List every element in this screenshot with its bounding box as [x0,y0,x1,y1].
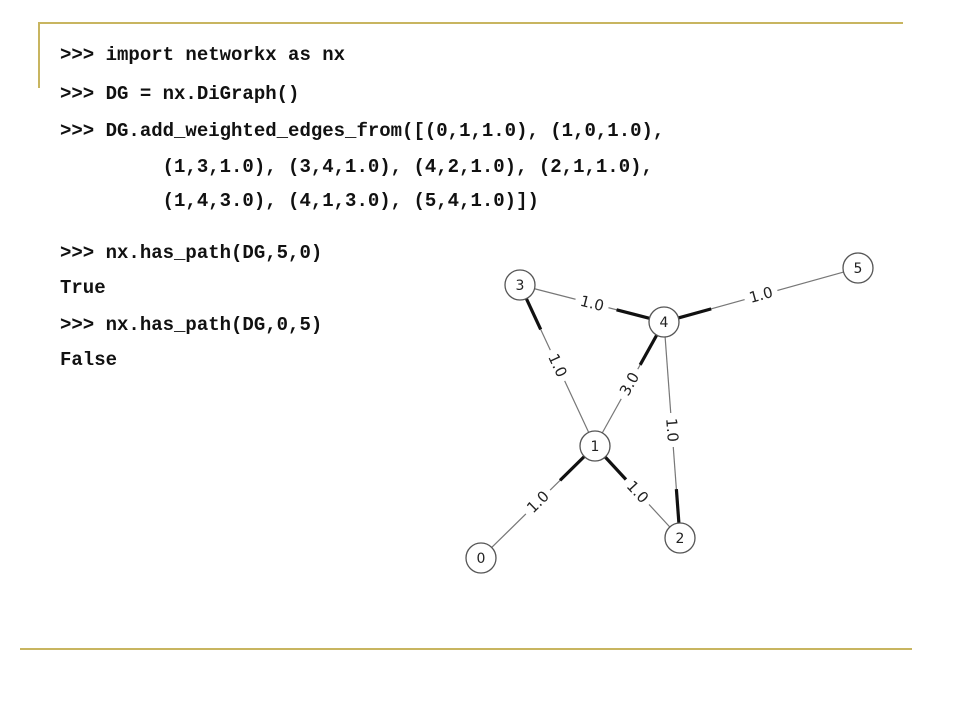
edge-4-2-label-bg [660,412,684,448]
node-label-5: 5 [854,261,863,277]
edge-3-4-label-bg [573,289,611,318]
edge-0-1-label-bg [518,482,558,522]
node-label-2: 2 [676,531,685,547]
edge-1-3-label-bg [541,345,574,386]
top-rule [40,22,903,24]
edge-1-3-head [524,297,543,331]
edge-5-4-label-text: 1.0 [747,283,775,307]
graph-node-0: 0 [465,542,497,574]
edge-1-3-label: 1.0 [541,345,574,386]
code-output-true: True [60,277,106,299]
edge-3-4-head [616,308,650,320]
node-label-1: 1 [591,439,600,455]
code-line-digraph: >>> DG = nx.DiGraph() [60,83,300,105]
node-circle-1 [579,430,611,462]
edge-1-4-label: 3.0 [612,364,647,404]
graph-node-1: 1 [579,430,611,462]
edge-5-4-head [678,307,712,320]
node-circle-4 [648,306,680,338]
code-line-add-edges-cont2: (1,4,3.0), (4,1,3.0), (5,4,1.0)]) [60,190,539,212]
node-label-4: 4 [660,315,669,331]
code-line-add-edges: >>> DG.add_weighted_edges_from([(0,1,1.0… [60,120,665,142]
edge-2-1-label-bg [618,472,657,512]
edge-4-2-label-text: 1.0 [662,417,682,442]
code-output-false: False [60,349,118,371]
graph-nodes: 0 1 2 3 4 5 [465,252,874,574]
bottom-rule [20,648,912,650]
edge-5-4-label-bg [741,280,781,310]
node-label-0: 0 [477,551,486,567]
code-line-import: >>> import networkx as nx [60,44,346,66]
code-line-has-path-0-5: >>> nx.has_path(DG,0,5) [60,314,323,336]
node-circle-3 [504,269,536,301]
edge-4-2-label: 1.0 [660,412,684,448]
graph-node-3: 3 [504,269,536,301]
node-circle-2 [664,522,696,554]
graph-node-4: 4 [648,306,680,338]
edge-5-4-label: 1.0 [741,280,781,310]
code-line-has-path-5-0: >>> nx.has_path(DG,5,0) [60,242,323,264]
node-label-3: 3 [516,278,525,294]
edge-3-4-label: 1.0 [573,289,611,318]
edge-1-4-head [638,334,659,366]
edge-2-1-head [604,455,630,484]
edge-1-4-label-bg [612,364,647,404]
left-rule [38,22,40,88]
node-circle-5 [842,252,874,284]
node-circle-0 [465,542,497,574]
graph-node-5: 5 [842,252,874,284]
code-line-add-edges-cont1: (1,3,1.0), (3,4,1.0), (4,2,1.0), (2,1,1.… [60,156,653,178]
edge-3-4-label-text: 1.0 [578,292,606,315]
graph-node-2: 2 [664,522,696,554]
edge-4-2-head [674,489,681,524]
edge-0-1-head [558,455,586,482]
